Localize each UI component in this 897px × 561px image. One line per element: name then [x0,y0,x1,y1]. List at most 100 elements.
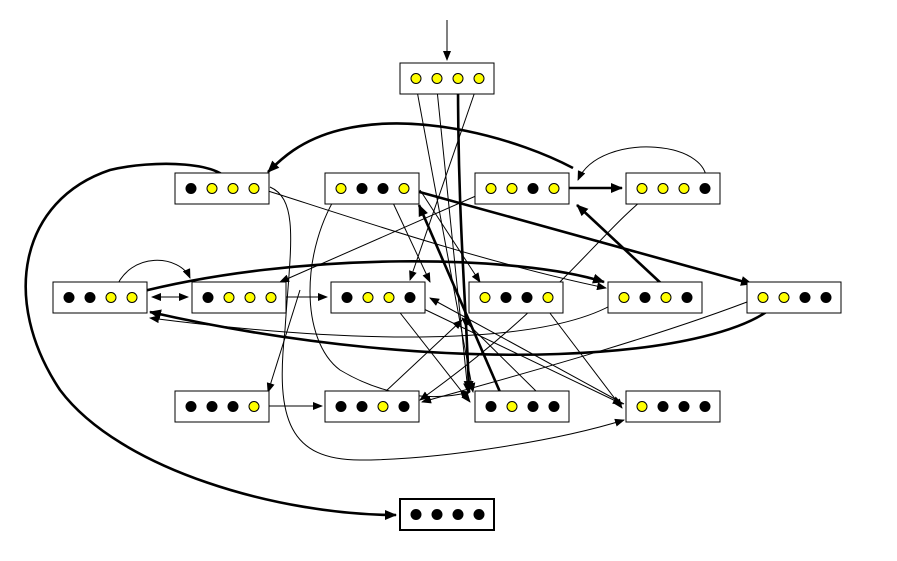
active-dot [479,292,491,303]
transition-edge [409,79,480,281]
transition-edge [114,259,191,291]
transition-edge [309,189,471,399]
transition-edge [539,299,623,409]
transition-edge [149,299,781,356]
edges [24,20,781,520]
active-dot [431,73,443,84]
inactive-dot [202,292,214,303]
inactive-dot [527,183,539,194]
state-node-r1d [625,172,721,205]
active-dot [206,183,218,194]
inactive-dot [377,183,389,194]
inactive-dot [185,401,197,412]
transition-edge [456,79,474,393]
transition-edge [435,79,472,393]
inactive-dot [500,292,512,303]
transition-edge [576,204,666,288]
active-dot [227,183,239,194]
active-dot [485,183,497,194]
inactive-dot [410,509,422,520]
inactive-dot [699,183,711,194]
inactive-dot [335,401,347,412]
inactive-dot [485,401,497,412]
state-node-r2a [52,281,148,314]
state-node-r1a [174,172,270,205]
inactive-dot [227,401,239,412]
active-dot [618,292,630,303]
inactive-dot [548,401,560,412]
active-dot [657,183,669,194]
inactive-dot [699,401,711,412]
state-node-r3d [625,390,721,423]
state-node-r3c [474,390,570,423]
transition-edge [384,319,463,393]
inactive-dot [63,292,75,303]
active-dot [506,183,518,194]
active-dot [244,292,256,303]
active-dot [105,292,117,303]
transition-edge [389,299,471,403]
inactive-dot [681,292,693,303]
active-dot [410,73,422,84]
transition-edge [131,260,605,296]
inactive-dot [799,292,811,303]
inactive-dot [527,401,539,412]
active-dot [636,183,648,194]
state-node-r3b [324,390,420,423]
transition-edge [279,187,495,283]
transition-edge [419,189,481,283]
active-dot [248,183,260,194]
inactive-dot [639,292,651,303]
active-dot [548,183,560,194]
transition-edge [269,186,625,461]
transition-edge [266,289,301,393]
transition-edge [429,297,625,405]
inactive-dot [185,183,197,194]
transition-edge [414,79,476,393]
transition-edge [254,186,607,291]
transition-edge [577,146,707,189]
active-dot [506,401,518,412]
inactive-dot [678,401,690,412]
inactive-dot [657,401,669,412]
transition-edge [24,162,397,520]
inactive-dot [206,401,218,412]
active-dot [660,292,672,303]
active-dot [223,292,235,303]
state-node-bot [399,498,495,531]
state-node-r1b [324,172,420,205]
transition-edge [419,189,656,401]
active-dot [335,183,347,194]
state-node-r2f [746,281,842,314]
transition-edge [461,317,541,396]
transition-edge [417,204,502,393]
state-node-r2d [468,281,564,314]
active-dot [452,73,464,84]
transition-edge [404,186,753,286]
active-dot [398,183,410,194]
inactive-dot [820,292,832,303]
inactive-dot [356,183,368,194]
inactive-dot [431,509,443,520]
active-dot [778,292,790,303]
inactive-dot [473,509,485,520]
inactive-dot [84,292,96,303]
state-node-r1c [474,172,570,205]
active-dot [362,292,374,303]
transition-edge [386,189,431,283]
active-dot [126,292,138,303]
active-dot [542,292,554,303]
state-node-r3a [174,390,270,423]
active-dot [678,183,690,194]
nodes [52,62,842,531]
active-dot [377,401,389,412]
inactive-dot [398,401,410,412]
active-dot [383,292,395,303]
active-dot [473,73,485,84]
transition-edge [149,299,621,338]
active-dot [757,292,769,303]
inactive-dot [521,292,533,303]
state-node-r2c [330,281,426,314]
